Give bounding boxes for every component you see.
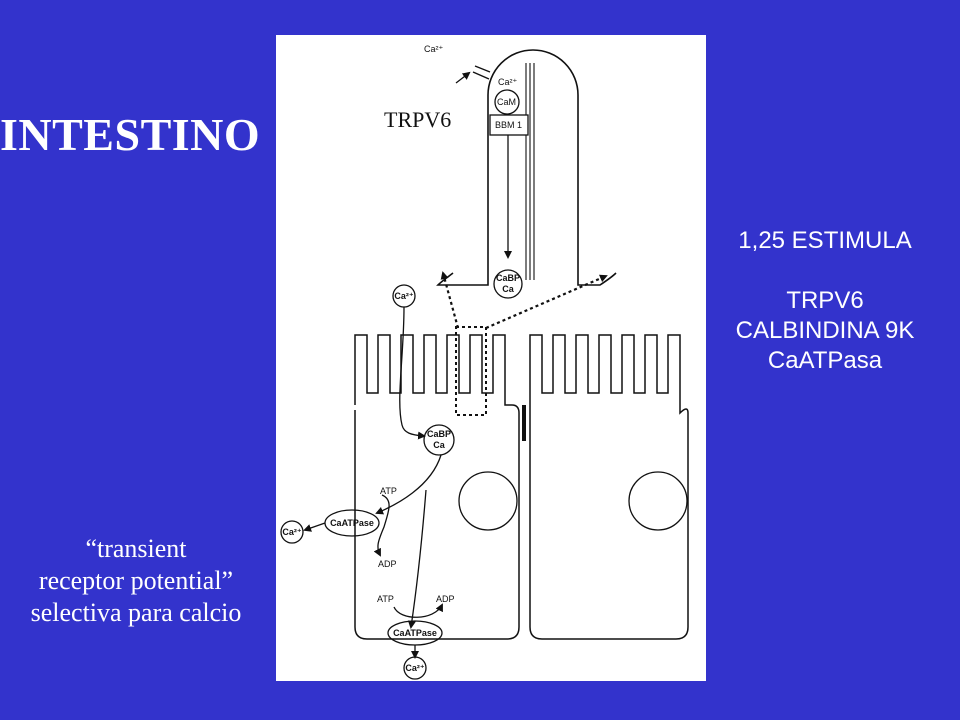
enterocyte-drawing <box>280 49 689 680</box>
note-caatpase: CaATPasa <box>767 347 883 374</box>
left-enterocyte <box>354 334 520 640</box>
enterocyte-diagram: Ca²⁺ Ca²⁺ CaM BBM 1 CaBP Ca Ca²⁺ CaBP Ca… <box>276 35 706 681</box>
adp-left-label: ADP <box>378 559 397 569</box>
cabp-circle-cell <box>423 424 455 456</box>
cabp-cell-label: CaBP <box>426 429 451 439</box>
atp-bottom-label: ATP <box>377 594 394 604</box>
trp-line-1: “transient <box>85 534 187 563</box>
right-nucleus <box>628 471 688 531</box>
ca-out-bottom-label: Ca²⁺ <box>405 663 425 673</box>
slide-title: INTESTINO <box>0 109 261 160</box>
ca-inside-top-label: Ca²⁺ <box>498 77 518 87</box>
cam-circle <box>494 89 520 115</box>
ca-cell-label: Ca <box>433 440 445 450</box>
stimulates-heading: 1,25 ESTIMULA <box>738 227 912 254</box>
adp-bottom-label: ADP <box>436 594 455 604</box>
caatpase-left-label: CaATPase <box>330 518 374 528</box>
right-enterocyte <box>529 334 689 640</box>
atp-left-label: ATP <box>380 486 397 496</box>
trp-line-2: receptor potential” <box>38 566 234 595</box>
ca-out-left-label: Ca²⁺ <box>282 527 302 537</box>
ca-out-bottom-circle <box>403 656 427 680</box>
cabp-top-label: CaBP <box>495 273 520 283</box>
cabp-circle-top <box>493 269 523 299</box>
bbm1-box <box>489 114 529 136</box>
ca-out-left-circle <box>280 520 304 544</box>
enlarged-microvillus <box>436 49 617 286</box>
note-calbindin: CALBINDINA 9K <box>735 317 915 344</box>
note-trpv6: TRPV6 <box>786 287 864 314</box>
ca-top-label: Ca <box>502 284 514 294</box>
ca-outside-top-label: Ca²⁺ <box>424 44 444 54</box>
bbm1-label: BBM 1 <box>495 120 523 130</box>
cam-label: CaM <box>497 97 517 107</box>
right-notes: 1,25 ESTIMULA TRPV6 CALBINDINA 9K CaATPa… <box>700 226 950 376</box>
caatpase-bottom-label: CaATPase <box>393 628 437 638</box>
left-nucleus <box>458 471 518 531</box>
trp-line-3: selectiva para calcio <box>30 598 242 627</box>
trp-definition-note: “transient receptor potential” selectiva… <box>0 533 272 629</box>
trpv6-label: TRPV6 <box>384 107 452 132</box>
ca-entry-label: Ca²⁺ <box>394 291 414 301</box>
